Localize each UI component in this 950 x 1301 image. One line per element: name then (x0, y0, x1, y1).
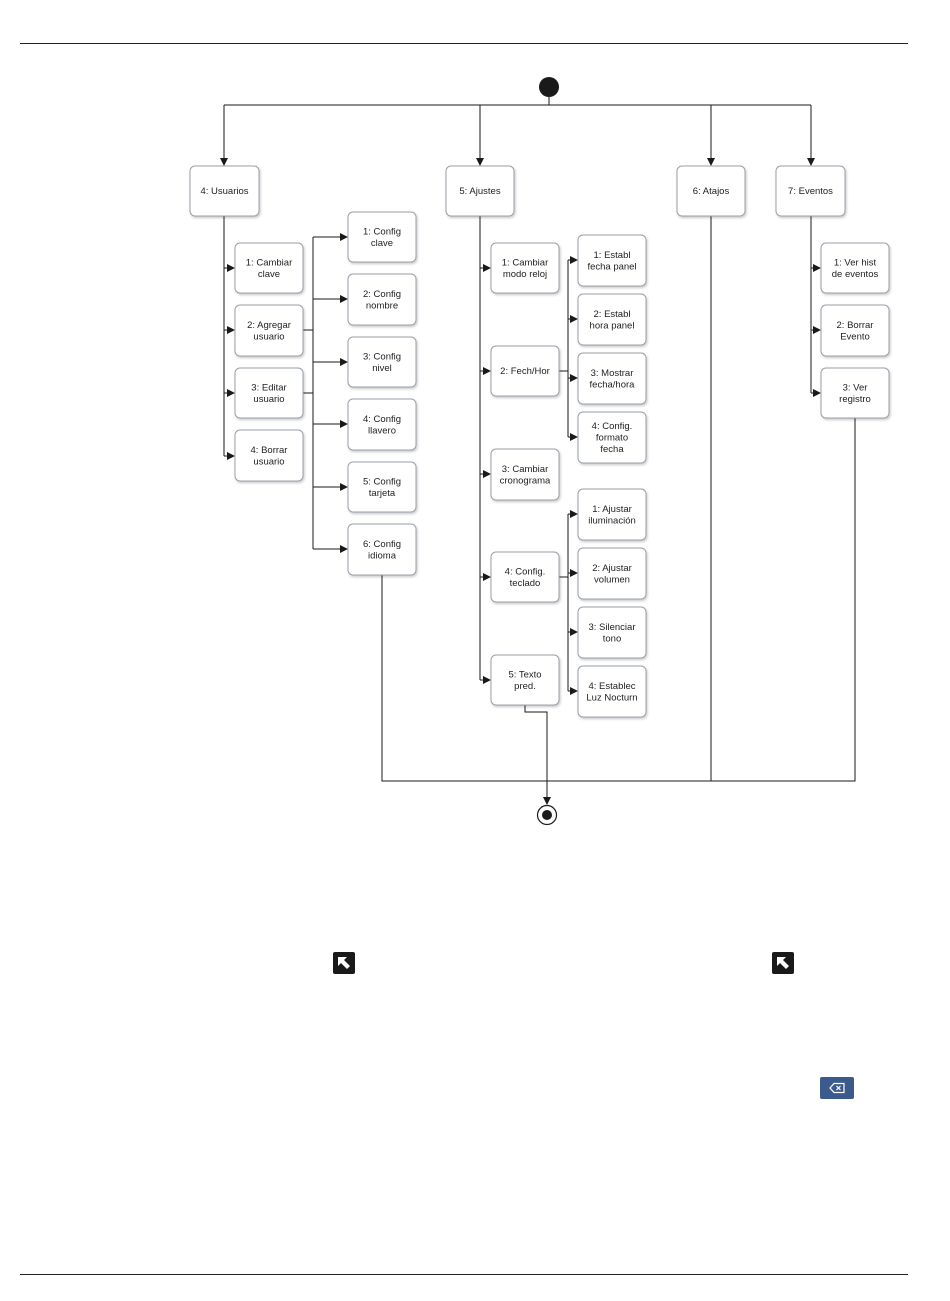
node-label: idioma (368, 550, 397, 561)
node-label: usuario (253, 456, 284, 467)
node-label: 1: Cambiar (246, 257, 292, 268)
connectors (220, 97, 856, 805)
node-label: registro (839, 394, 871, 405)
node-label: 1: Ver hist (834, 257, 877, 268)
arrow-up-left-icon (333, 952, 355, 974)
node-ajustes: 5: Ajustes (445, 165, 515, 217)
node-label: pred. (514, 681, 536, 692)
connector (381, 418, 856, 782)
node-label: 1: Config (363, 226, 401, 237)
top-rule (20, 43, 908, 44)
node-label: 6: Config (363, 539, 401, 550)
node-label: 2: Establ (594, 309, 631, 320)
connector (524, 705, 551, 805)
node-label: Luz Nocturn (586, 692, 637, 703)
node-label: 2: Ajustar (592, 563, 632, 574)
node-label: 1: Cambiar (502, 257, 548, 268)
node-label: 2: Borrar (837, 320, 874, 331)
node-label: de eventos (832, 269, 879, 280)
node-label: 5: Texto (508, 669, 541, 680)
node-label: 5: Ajustes (459, 186, 500, 197)
node-label: 5: Config (363, 476, 401, 487)
node-eventos: 7: Eventos (775, 165, 846, 217)
node-label: 7: Eventos (788, 186, 833, 197)
node-label: volumen (594, 574, 630, 585)
node-label: clave (371, 238, 393, 249)
node-label: 6: Atajos (693, 186, 730, 197)
node-label: tarjeta (369, 488, 396, 499)
node-label: fecha panel (587, 261, 636, 272)
node-label: 3: Cambiar (502, 464, 548, 475)
node-label: usuario (253, 394, 284, 405)
node-label: 2: Agregar (247, 320, 291, 331)
nodes: 4: Usuarios 5: Ajustes 6: Atajos 7: Eventos… (189, 165, 890, 718)
node-label: 4: Config (363, 414, 401, 425)
terminals (536, 77, 559, 826)
node-label: 2: Config (363, 289, 401, 300)
node-label: hora panel (590, 320, 635, 331)
node-label: clave (258, 269, 280, 280)
start-node (539, 77, 559, 97)
node-config-teclado: 4: Config.teclado (490, 551, 560, 603)
node-label: 4: Usuarios (200, 186, 248, 197)
node-label: tono (603, 633, 622, 644)
node-label: 3: Mostrar (591, 368, 634, 379)
node-label: fecha/hora (590, 379, 636, 390)
node-label: llavero (368, 425, 396, 436)
node-label: teclado (510, 578, 541, 589)
node-label: iluminación (588, 515, 636, 526)
end-node (536, 804, 558, 826)
bottom-rule (20, 1274, 908, 1275)
node-atajos: 6: Atajos (676, 165, 746, 217)
node-label: formato (596, 433, 628, 444)
node-label: cronograma (500, 475, 551, 486)
backspace-icon (820, 1077, 854, 1099)
node-label: fecha (600, 444, 624, 455)
node-usuarios: 4: Usuarios (189, 165, 260, 217)
node-label: modo reloj (503, 269, 547, 280)
node-label: nivel (372, 363, 392, 374)
node-label: usuario (253, 331, 284, 342)
node-label: 4: Establec (589, 681, 636, 692)
node-label: 3: Silenciar (589, 622, 636, 633)
node-label: 3: Ver (843, 382, 868, 393)
node-label: 4: Config. (592, 421, 633, 432)
node-label: 1: Establ (594, 250, 631, 261)
node-label: Evento (840, 331, 870, 342)
node-label: 3: Editar (251, 382, 286, 393)
node-fech-hor: 2: Fech/Hor (490, 345, 560, 397)
arrow-up-left-icon (772, 952, 794, 974)
node-label: 1: Ajustar (592, 504, 632, 515)
node-label: 4: Borrar (251, 445, 288, 456)
node-label: 3: Config (363, 351, 401, 362)
node-label: 4: Config. (505, 566, 546, 577)
node-label: 2: Fech/Hor (500, 366, 550, 377)
node-label: nombre (366, 300, 398, 311)
